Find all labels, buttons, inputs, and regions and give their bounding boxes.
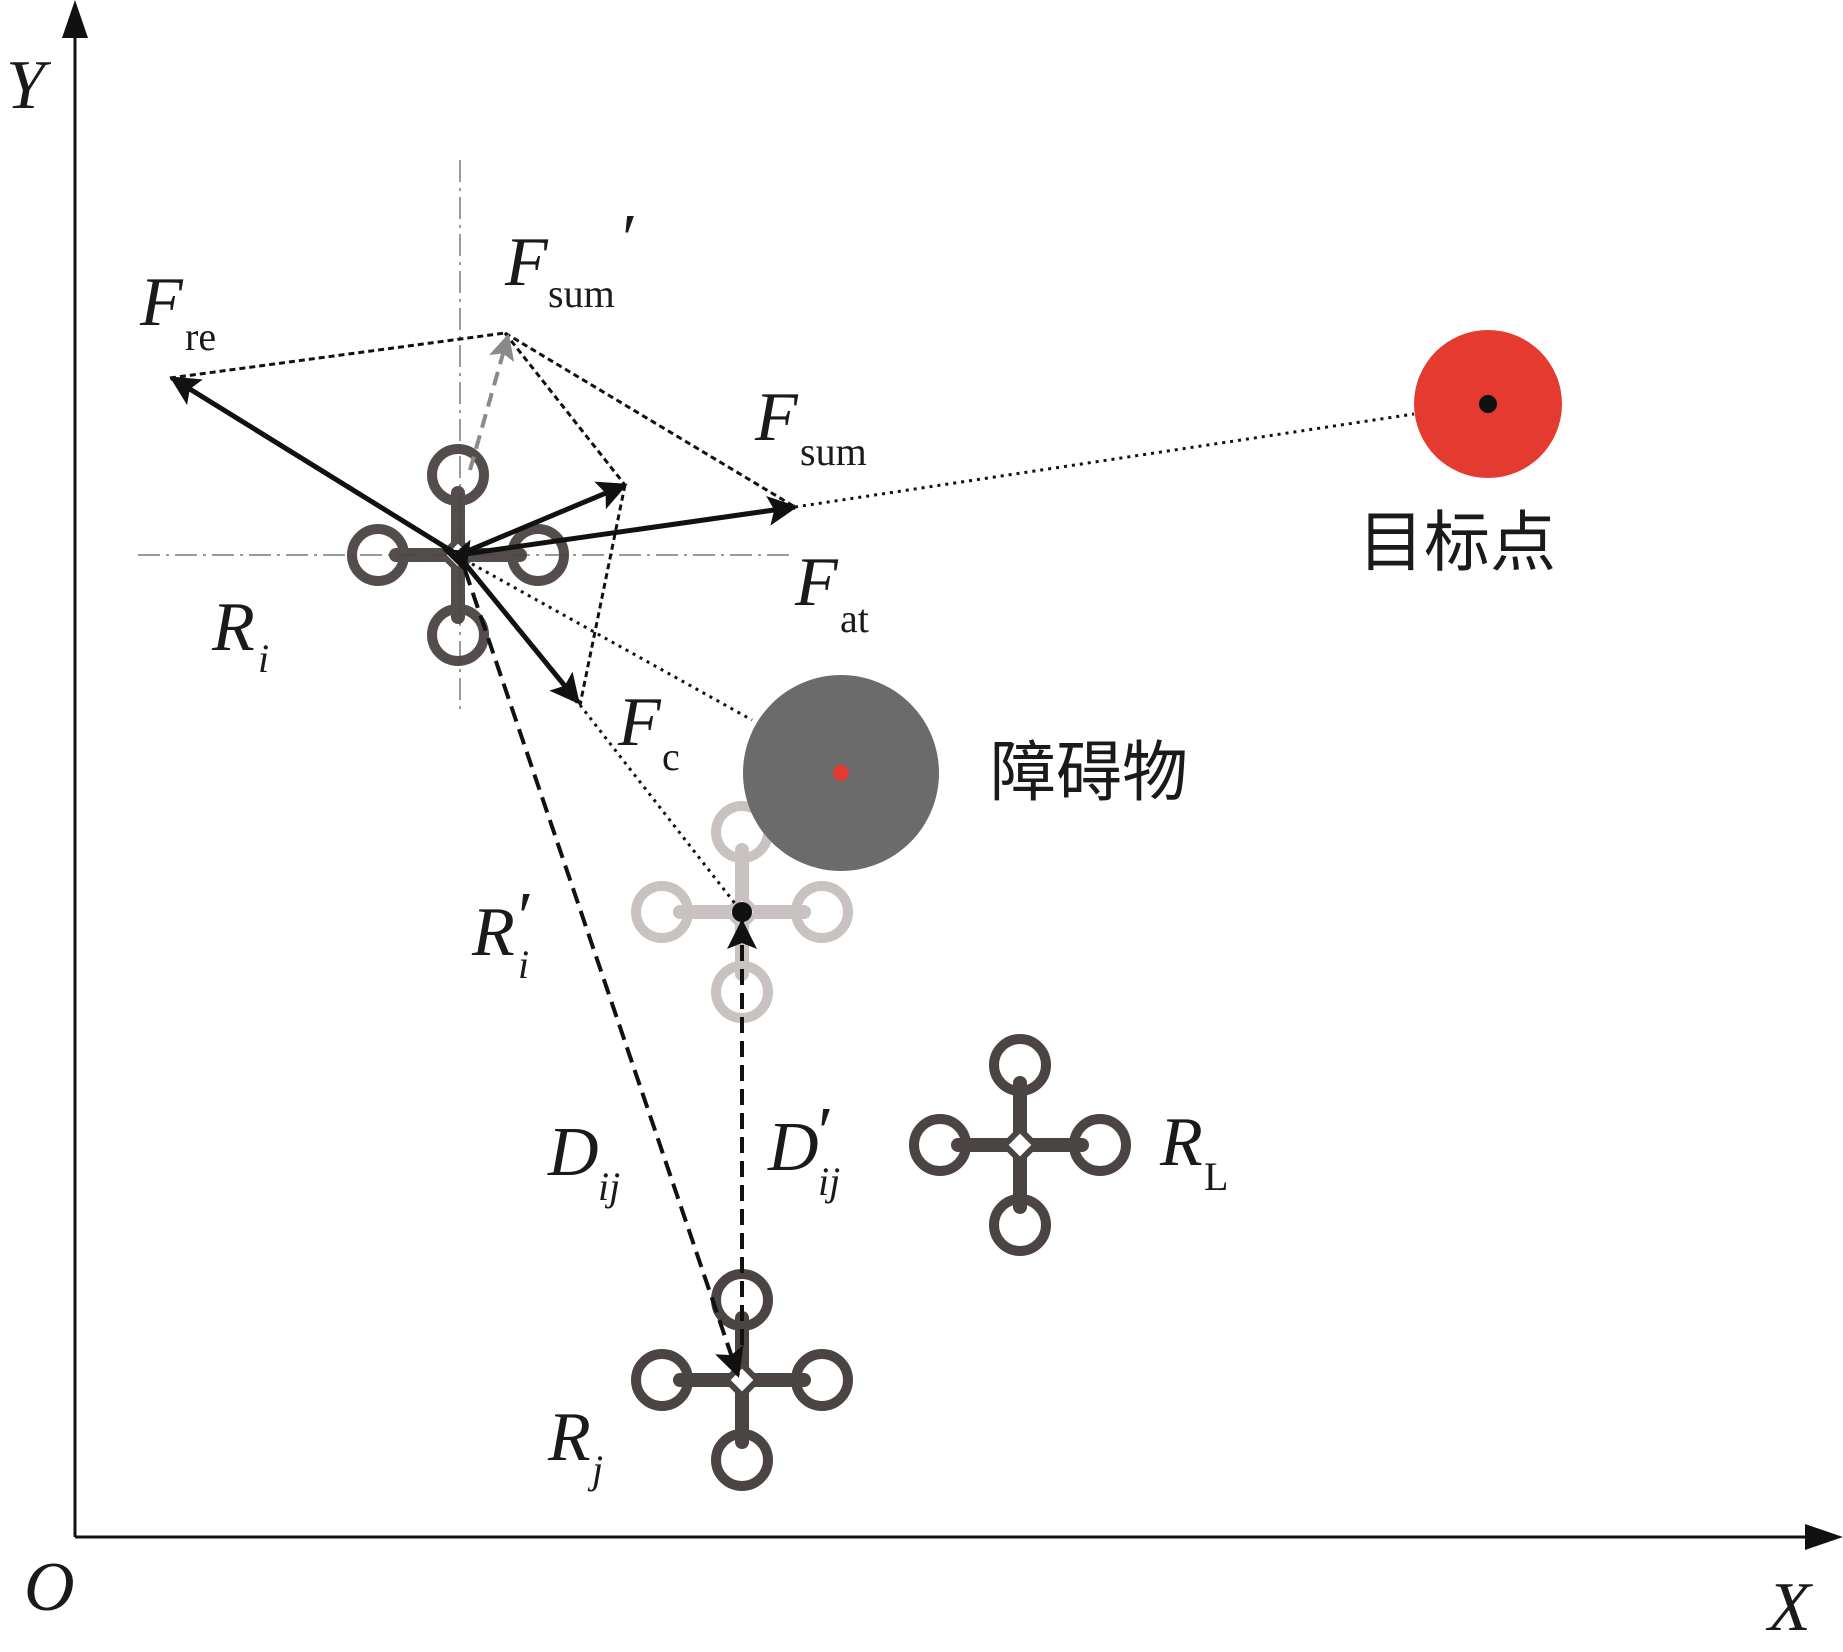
- label-f-c: F c: [617, 684, 680, 779]
- target-label: 目标点: [1358, 504, 1556, 581]
- svg-text:sum: sum: [548, 271, 615, 316]
- label-r-i-prime: R ′ i: [471, 879, 533, 987]
- svg-text:i: i: [258, 636, 269, 681]
- arrow-f-at: [457, 495, 798, 558]
- svg-text:c: c: [662, 734, 680, 779]
- svg-text:F: F: [794, 544, 839, 621]
- drone-r-l: [914, 1039, 1126, 1251]
- y-axis-arrowhead: [62, 0, 88, 38]
- svg-text:L: L: [1204, 1154, 1228, 1199]
- svg-text:F: F: [139, 264, 184, 341]
- svg-text:sum: sum: [800, 429, 867, 474]
- svg-text:R: R: [1159, 1104, 1203, 1181]
- svg-text:F: F: [504, 224, 549, 301]
- label-r-j: R j: [547, 1399, 603, 1492]
- svg-text:R: R: [211, 589, 255, 666]
- distance-arrows: [442, 539, 757, 1378]
- label-f-sum: F sum: [754, 379, 867, 474]
- label-f-re: F re: [139, 264, 216, 359]
- label-f-at: F at: [794, 544, 869, 641]
- y-axis-label: Y: [6, 47, 52, 124]
- svg-text:′: ′: [518, 879, 533, 956]
- guide-lines: [464, 412, 1415, 911]
- label-d-ij: D ij: [547, 1114, 620, 1209]
- label-r-l: R L: [1159, 1104, 1228, 1199]
- svg-text:re: re: [185, 314, 216, 359]
- svg-text:ij: ij: [818, 1159, 840, 1204]
- arrow-f-sum-prime: [468, 333, 515, 471]
- label-f-sum-prime: F sum ′: [504, 201, 637, 316]
- label-r-i: R i: [211, 589, 269, 681]
- svg-text:D: D: [767, 1109, 819, 1186]
- svg-text:j: j: [587, 1447, 603, 1492]
- svg-text:′: ′: [818, 1094, 833, 1171]
- x-axis-arrowhead: [1805, 1524, 1843, 1550]
- svg-text:i: i: [518, 942, 529, 987]
- obstacle-label: 障碍物: [990, 734, 1188, 811]
- svg-text:′: ′: [622, 201, 637, 278]
- svg-text:D: D: [547, 1114, 599, 1191]
- svg-text:ij: ij: [598, 1164, 620, 1209]
- target-center: [1479, 395, 1497, 413]
- x-axis-label: X: [1765, 1569, 1814, 1646]
- svg-text:R: R: [471, 894, 515, 971]
- arrow-f-re: [169, 375, 460, 558]
- axes: [62, 0, 1843, 1550]
- origin-label: O: [24, 1549, 75, 1626]
- r-i-prime-center: [732, 902, 752, 922]
- svg-text:R: R: [547, 1399, 591, 1476]
- arrow-d-ij: [442, 539, 744, 1378]
- svg-text:F: F: [617, 684, 662, 761]
- svg-text:F: F: [754, 379, 799, 456]
- svg-text:at: at: [840, 596, 869, 641]
- label-d-ij-prime: D ′ ij: [767, 1094, 840, 1204]
- obstacle-center: [833, 765, 849, 781]
